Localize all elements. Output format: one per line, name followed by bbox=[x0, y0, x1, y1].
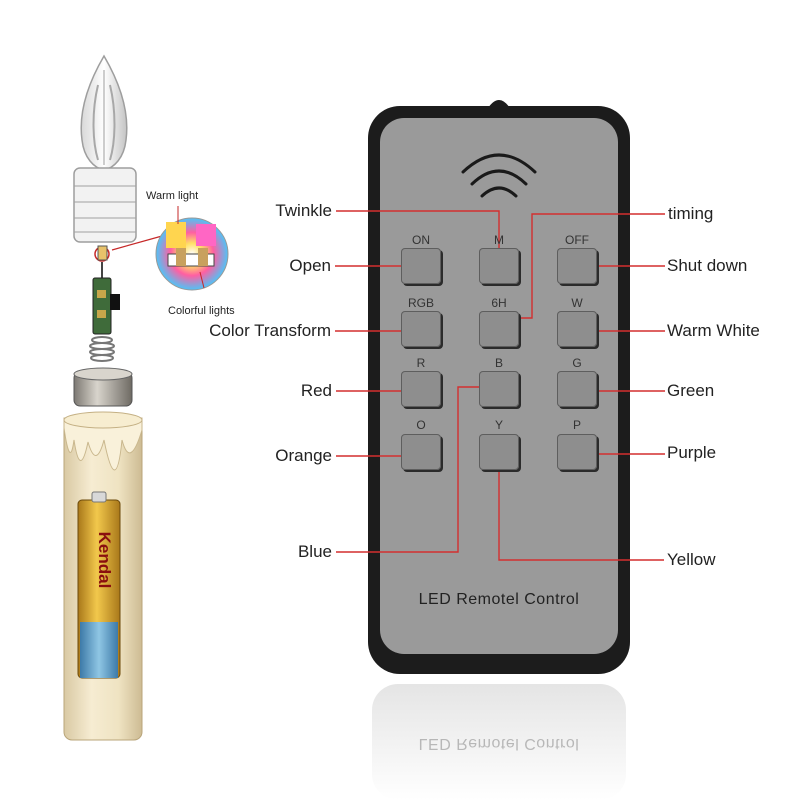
button-label-b: B bbox=[494, 356, 503, 370]
remote-title: LED Remotel Control bbox=[418, 591, 580, 608]
callout-warm-white: Warm White bbox=[667, 321, 760, 340]
callout-purple: Purple bbox=[667, 443, 717, 462]
callout-open: Open bbox=[289, 256, 331, 275]
callout-red: Red bbox=[300, 381, 332, 400]
callout-color-transform: Color Transform bbox=[209, 321, 331, 340]
flame-bulb bbox=[80, 54, 128, 171]
callout-green: Green bbox=[667, 381, 715, 400]
button-label-on: ON bbox=[412, 233, 430, 247]
button-label-p: P bbox=[572, 418, 581, 432]
button-label-rgb: RGB bbox=[407, 296, 434, 310]
callout-timing: timing bbox=[668, 204, 714, 223]
signal-icon bbox=[461, 153, 537, 198]
button-label-g: G bbox=[572, 356, 582, 370]
callout-blue: Blue bbox=[297, 542, 332, 561]
red-button[interactable] bbox=[401, 371, 441, 407]
on-button[interactable] bbox=[401, 248, 441, 284]
metal-cap bbox=[73, 367, 133, 407]
callout-yellow: Yellow bbox=[667, 550, 716, 569]
led-circuit-board bbox=[92, 235, 163, 335]
spring bbox=[89, 336, 115, 362]
button-label-6h: 6H bbox=[491, 296, 507, 310]
timer-6h-button[interactable] bbox=[479, 311, 519, 347]
callout-shut-down: Shut down bbox=[667, 256, 748, 275]
green-button[interactable] bbox=[557, 371, 597, 407]
button-label-w: W bbox=[571, 296, 583, 310]
battery-brand: Kendal bbox=[95, 532, 114, 589]
button-label-m: M bbox=[494, 233, 504, 247]
purple-button[interactable] bbox=[557, 434, 597, 470]
colorful-lights-label: Colorful lights bbox=[168, 305, 235, 317]
bulb-base bbox=[73, 167, 137, 243]
button-label-r: R bbox=[416, 356, 426, 370]
button-label-y: Y bbox=[494, 418, 503, 432]
off-button[interactable] bbox=[557, 248, 597, 284]
button-label-o: O bbox=[416, 418, 426, 432]
callout-orange: Orange bbox=[275, 446, 332, 465]
blue-button[interactable] bbox=[479, 371, 519, 407]
callout-twinkle: Twinkle bbox=[275, 201, 332, 220]
yellow-button[interactable] bbox=[479, 434, 519, 470]
battery: Kendal bbox=[77, 491, 121, 679]
mode-twinkle-button[interactable] bbox=[479, 248, 519, 284]
remote-title-reflection: LED Remotel Control bbox=[418, 735, 580, 752]
rgb-button[interactable] bbox=[401, 311, 441, 347]
button-label-off: OFF bbox=[565, 233, 589, 247]
orange-button[interactable] bbox=[401, 434, 441, 470]
warm-light-label: Warm light bbox=[146, 190, 199, 202]
warm-white-button[interactable] bbox=[557, 311, 597, 347]
led-zoom-circle bbox=[155, 206, 229, 291]
